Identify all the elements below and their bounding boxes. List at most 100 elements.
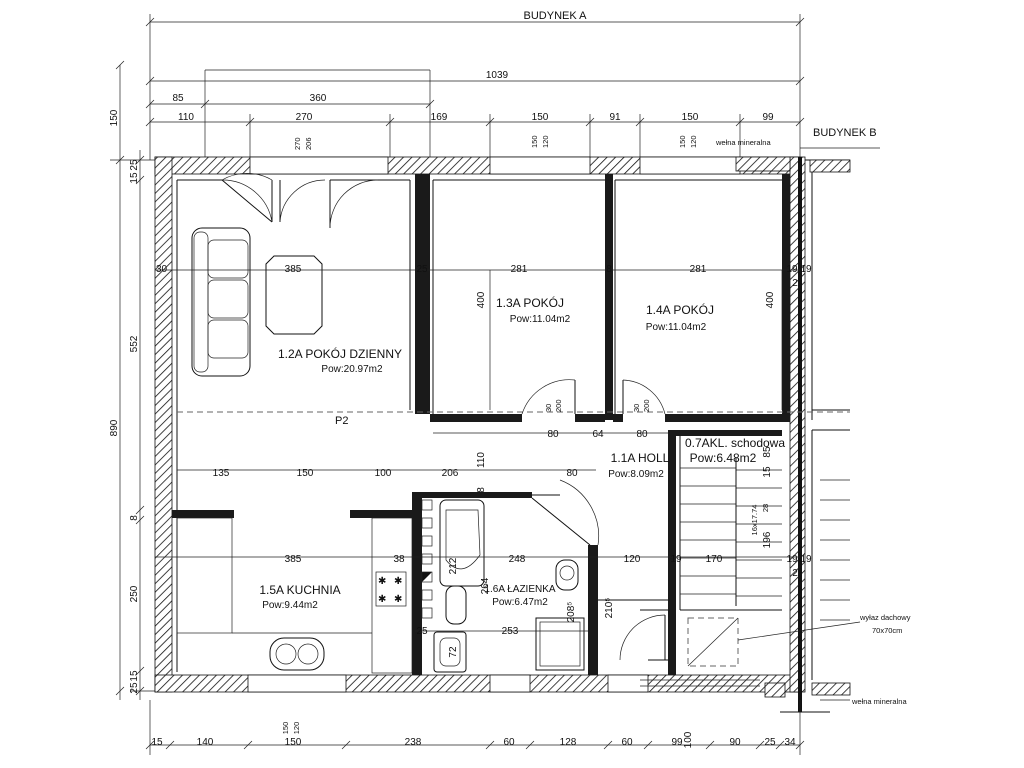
dim-top-110: 110: [178, 112, 194, 123]
dim-height-400a: 400: [476, 291, 487, 308]
dim-int-281b: 281: [690, 264, 707, 275]
dim-bath-210: 210⁵: [604, 598, 615, 619]
building-a-title: BUDYNEK A: [524, 10, 588, 22]
section-label: P2: [335, 415, 348, 427]
dim-kit-19c: 19: [800, 554, 812, 565]
dim-left-150: 150: [109, 109, 120, 126]
dim-bot-90: 90: [729, 737, 741, 748]
dim-height-400b: 400: [765, 291, 776, 308]
note-wool-top: wełna mineralna: [715, 138, 771, 147]
dim-int-19b: 19: [800, 264, 812, 275]
dim-door-80a: 80: [547, 429, 559, 440]
room-name-stair: 0.7AKL. schodowa: [685, 436, 785, 450]
room-name-kitchen: 1.5A KUCHNIA: [259, 583, 340, 597]
dim-bot-win-150: 150: [281, 722, 290, 735]
interior-dimensions: [155, 269, 800, 632]
interior-walls: [172, 174, 790, 675]
dim-bot-25: 25: [764, 737, 776, 748]
dim-height-264: 264: [480, 577, 491, 594]
dim-bath-208: 208⁵: [566, 602, 577, 623]
dim-bath-212: 212: [448, 557, 459, 574]
svg-text:✱: ✱: [394, 576, 402, 587]
dim-hall-135: 135: [213, 468, 230, 479]
bottom-dimension-lines: [145, 700, 805, 755]
dim-stair-196: 196: [762, 531, 773, 548]
dim-bath-72: 72: [448, 646, 459, 658]
dim-door-80b: 80: [636, 429, 648, 440]
dim-kit-38: 38: [393, 554, 405, 565]
dim-bot-128: 128: [560, 737, 577, 748]
dim-bath-253: 253: [502, 626, 519, 637]
dim-bot-15: 15: [151, 737, 163, 748]
dim-height-8: 8: [476, 487, 487, 493]
note-roof-exit-size: 70x70cm: [872, 626, 902, 635]
dim-top-99: 99: [762, 112, 774, 123]
dim-left-890: 890: [109, 419, 120, 436]
dim-left-552: 552: [129, 335, 140, 352]
top-dimension-lines: [145, 14, 880, 160]
dim-top-win-mid-150: 150: [530, 135, 539, 148]
dim-int-25: 25: [416, 264, 428, 275]
svg-text:✱: ✱: [378, 594, 386, 605]
dim-left-250: 250: [129, 585, 140, 602]
dim-top-win-mid-120: 120: [541, 135, 550, 148]
dim-bot-100: 100: [683, 731, 694, 748]
dim-kit-248: 248: [509, 554, 526, 565]
dim-top-91: 91: [609, 112, 621, 123]
dim-top-85: 85: [172, 93, 184, 104]
dim-door-30a: 30: [544, 404, 553, 412]
dim-top-win-right-150: 150: [678, 135, 687, 148]
dim-hall-150: 150: [297, 468, 314, 479]
dim-kit-170: 170: [706, 554, 723, 565]
dim-door-64: 64: [592, 429, 604, 440]
room-area-kitchen: Pow:9.44m2: [262, 600, 318, 611]
room-area-bath: Pow:6.47m2: [492, 597, 548, 608]
dim-top-150a: 150: [532, 112, 549, 123]
room-name-1-4a: 1.4A POKÓJ: [646, 302, 714, 317]
dim-door-200a: 200: [554, 399, 563, 412]
note-roof-exit: wyłaz dachowy: [859, 613, 911, 622]
dim-hall-206: 206: [442, 468, 459, 479]
room-area-stair: Pow:6.48m2: [690, 451, 757, 465]
dim-int-19a: 19: [786, 264, 798, 275]
dim-door-30b: 30: [632, 404, 641, 412]
dim-kit-19a: 19: [670, 554, 682, 565]
room-area-1-3a: Pow:11.04m2: [510, 314, 571, 325]
room-name-1-3a: 1.3A POKÓJ: [496, 295, 564, 310]
dim-bot-238: 238: [405, 737, 422, 748]
dim-kit-19b: 19: [786, 554, 798, 565]
dim-bot-win-120: 120: [292, 722, 301, 735]
dim-bot-60b: 60: [621, 737, 633, 748]
dim-top-150b: 150: [682, 112, 699, 123]
exterior-walls: [154, 156, 806, 712]
building-b-label: BUDYNEK B: [813, 127, 877, 139]
dim-top-360: 360: [310, 93, 327, 104]
room-area-living: Pow:20.97m2: [321, 364, 383, 375]
dim-top-win-270: 270: [293, 137, 302, 150]
dim-left-8: 8: [129, 515, 140, 521]
room-name-hall: 1.1A HOLL: [611, 451, 670, 465]
dim-bath-25: 25: [416, 626, 428, 637]
dim-hall-80: 80: [566, 468, 578, 479]
dim-kit-120: 120: [624, 554, 641, 565]
dim-top-270: 270: [296, 112, 313, 123]
dim-door-200b: 200: [642, 399, 651, 412]
dim-bot-99: 99: [671, 737, 683, 748]
dim-height-110: 110: [476, 452, 487, 468]
room-area-hall: Pow:8.09m2: [608, 469, 664, 480]
dim-top-169: 169: [431, 112, 448, 123]
dim-total-width: 1039: [486, 70, 509, 81]
svg-text:✱: ✱: [378, 576, 386, 587]
roof-exit-leader: [737, 621, 861, 641]
dim-stair-28: 28: [761, 504, 770, 512]
dim-kit-385: 385: [285, 554, 302, 565]
left-dimension-lines: [110, 60, 160, 700]
dim-left-15: 15: [129, 172, 140, 184]
dim-left-25: 25: [129, 159, 140, 171]
furniture: ✱ ✱ ✱ ✱: [176, 227, 782, 687]
dim-int-385: 385: [285, 264, 302, 275]
room-labels: 1.2A POKÓJ DZIENNY Pow:20.97m2 1.3A POKÓ…: [259, 295, 785, 611]
room-name-bath: 1.6A ŁAZIENKA: [484, 584, 555, 595]
dim-int-30: 30: [156, 264, 168, 275]
